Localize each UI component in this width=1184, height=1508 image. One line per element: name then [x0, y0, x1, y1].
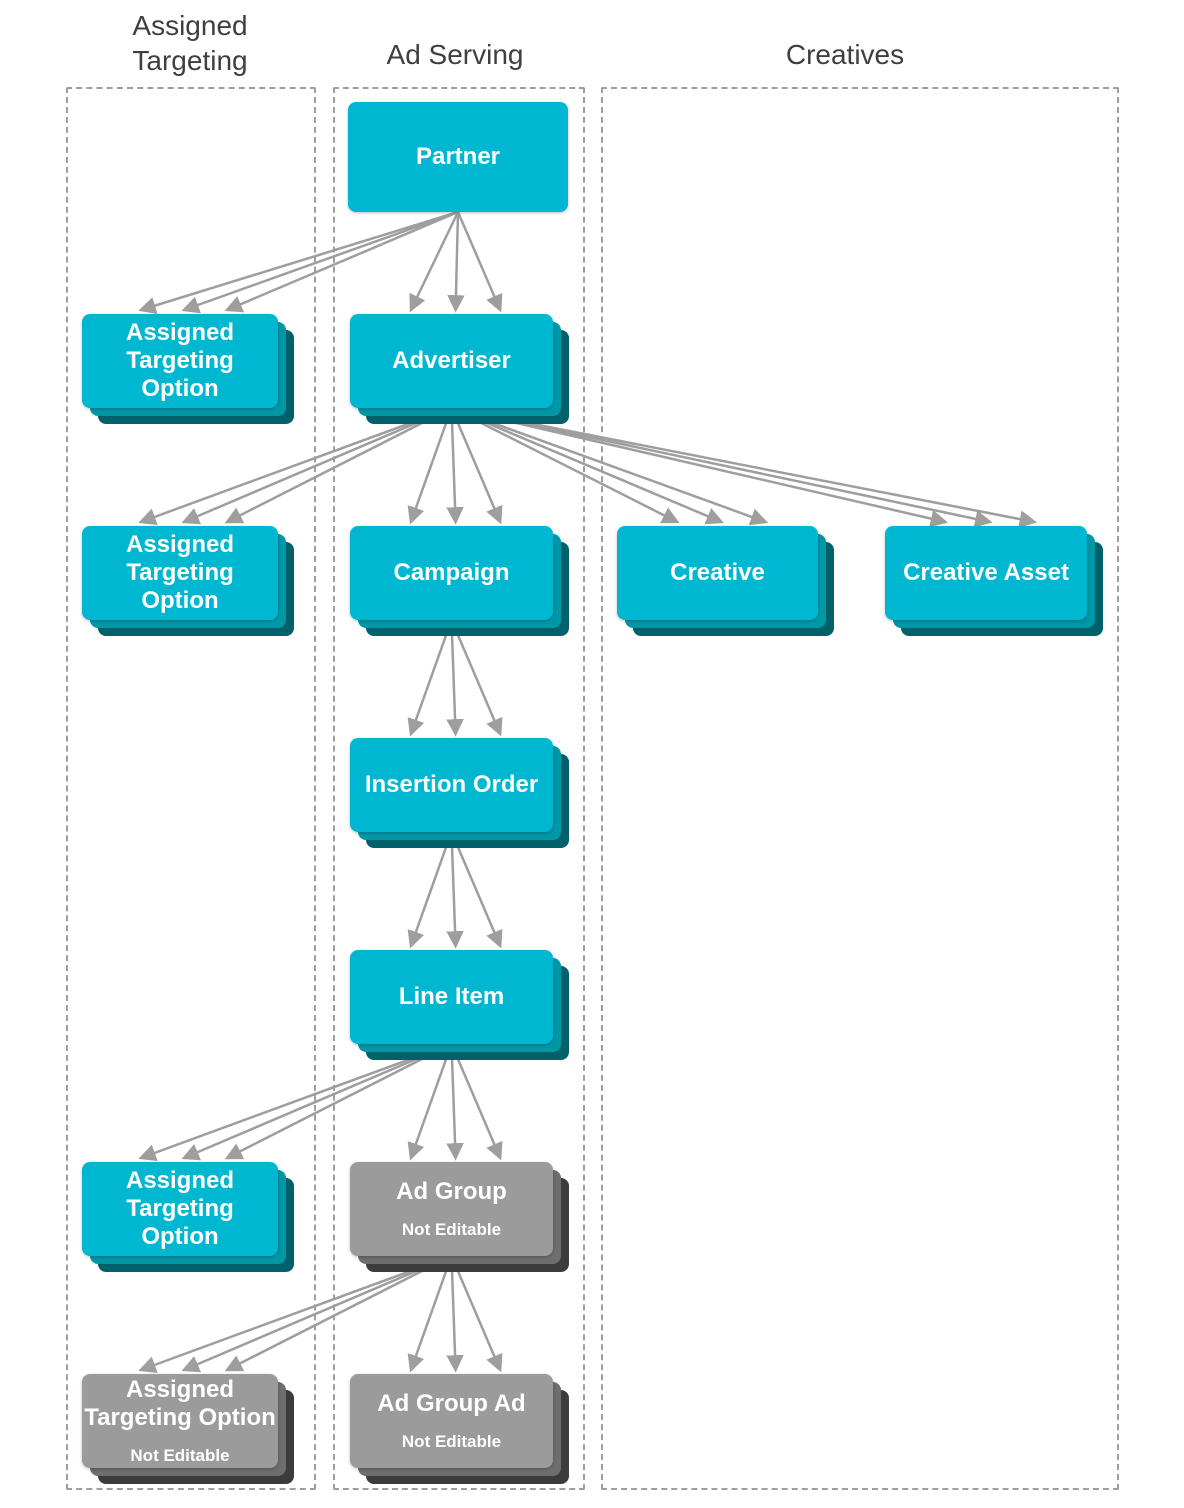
node-label: Ad Group — [396, 1177, 507, 1205]
link-advertiser-creative — [450, 406, 769, 526]
node-face: Assigned Targeting Option — [82, 1162, 278, 1256]
column-ad-serving — [333, 87, 585, 1490]
node-label: Partner — [415, 142, 501, 170]
link-ad-group-assigned-targeting-option-4 — [138, 1254, 453, 1374]
node-creative-asset: Creative Asset — [885, 526, 1103, 636]
node-face: Partner — [348, 102, 568, 212]
node-campaign: Campaign — [350, 526, 569, 636]
node-label: Assigned Targeting Option — [84, 1375, 276, 1431]
node-label: Advertiser — [392, 346, 511, 374]
column-assigned-targeting — [66, 87, 316, 1490]
column-creatives — [601, 87, 1119, 1490]
node-label: Assigned Targeting Option — [125, 318, 235, 403]
node-label: Creative Asset — [903, 558, 1069, 586]
link-campaign-insertion-order — [407, 619, 503, 737]
node-label: Assigned Targeting Option — [125, 1166, 235, 1251]
node-sublabel: Not Editable — [401, 1432, 502, 1452]
column-title-ad-serving: Ad Serving — [386, 39, 524, 70]
node-sublabel: Not Editable — [130, 1446, 230, 1466]
node-partner: Partner — [348, 102, 568, 212]
link-advertiser-campaign — [407, 407, 503, 525]
node-advertiser: Advertiser — [350, 314, 569, 424]
node-assigned-targeting-option-1: Assigned Targeting Option — [82, 314, 294, 424]
node-label: Assigned Targeting Option — [125, 530, 235, 615]
node-face: Creative — [617, 526, 818, 620]
link-line-item-assigned-targeting-option-3 — [138, 1042, 453, 1162]
node-label: Line Item — [398, 982, 505, 1010]
node-face: Campaign — [350, 526, 553, 620]
node-line-item: Line Item — [350, 950, 569, 1060]
node-label: Campaign — [393, 558, 510, 586]
node-creative: Creative — [617, 526, 834, 636]
node-sublabel: Not Editable — [401, 1220, 502, 1240]
link-advertiser-assigned-targeting-option-2 — [138, 406, 453, 526]
node-ad-group-ad: Ad Group Ad Not Editable — [350, 1374, 569, 1484]
node-label: Creative — [670, 558, 765, 586]
column-title-creatives: Creatives — [785, 39, 905, 70]
column-title-assigned-targeting: Assigned Targeting — [132, 10, 248, 76]
node-insertion-order: Insertion Order — [350, 738, 569, 848]
link-advertiser-creative-asset — [451, 406, 1038, 528]
node-face: Insertion Order — [350, 738, 553, 832]
link-ad-group-ad-group-ad — [407, 1255, 503, 1373]
link-line-item-ad-group — [407, 1043, 503, 1161]
link-partner-advertiser — [409, 211, 503, 313]
link-partner-assigned-targeting-option-1 — [138, 210, 459, 314]
link-insertion-order-line-item — [407, 831, 503, 949]
node-face: Assigned Targeting Option — [82, 526, 278, 620]
node-label: Ad Group Ad — [377, 1389, 526, 1417]
node-face: Assigned Targeting Option — [82, 314, 278, 408]
node-assigned-targeting-option-2: Assigned Targeting Option — [82, 526, 294, 636]
node-face: Advertiser — [350, 314, 553, 408]
node-face: Ad Group Ad Not Editable — [350, 1374, 553, 1468]
node-face: Creative Asset — [885, 526, 1087, 620]
node-label: Insertion Order — [364, 770, 539, 798]
node-assigned-targeting-option-3: Assigned Targeting Option — [82, 1162, 294, 1272]
node-face: Line Item — [350, 950, 553, 1044]
